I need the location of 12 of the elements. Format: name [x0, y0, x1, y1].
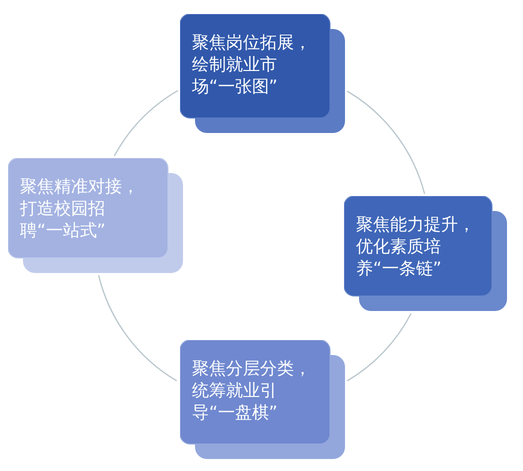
box-text: 聚焦精准对接，打造校园招聘“一站式” [20, 176, 140, 242]
process-box [180, 340, 345, 459]
process-box [180, 14, 345, 133]
box-text: 聚焦分层分类，统筹就业引导“一盘棋” [192, 358, 312, 424]
box-text: 聚焦能力提升，优化素质培养“一条链” [356, 214, 476, 280]
connector-arc [346, 313, 412, 382]
connector-arc [98, 275, 178, 382]
connector-arc [114, 90, 178, 156]
process-box [8, 158, 183, 273]
connector-arc [346, 90, 426, 194]
process-box [344, 196, 507, 311]
box-text: 聚焦岗位拓展，绘制就业市场“一张图” [192, 32, 312, 98]
